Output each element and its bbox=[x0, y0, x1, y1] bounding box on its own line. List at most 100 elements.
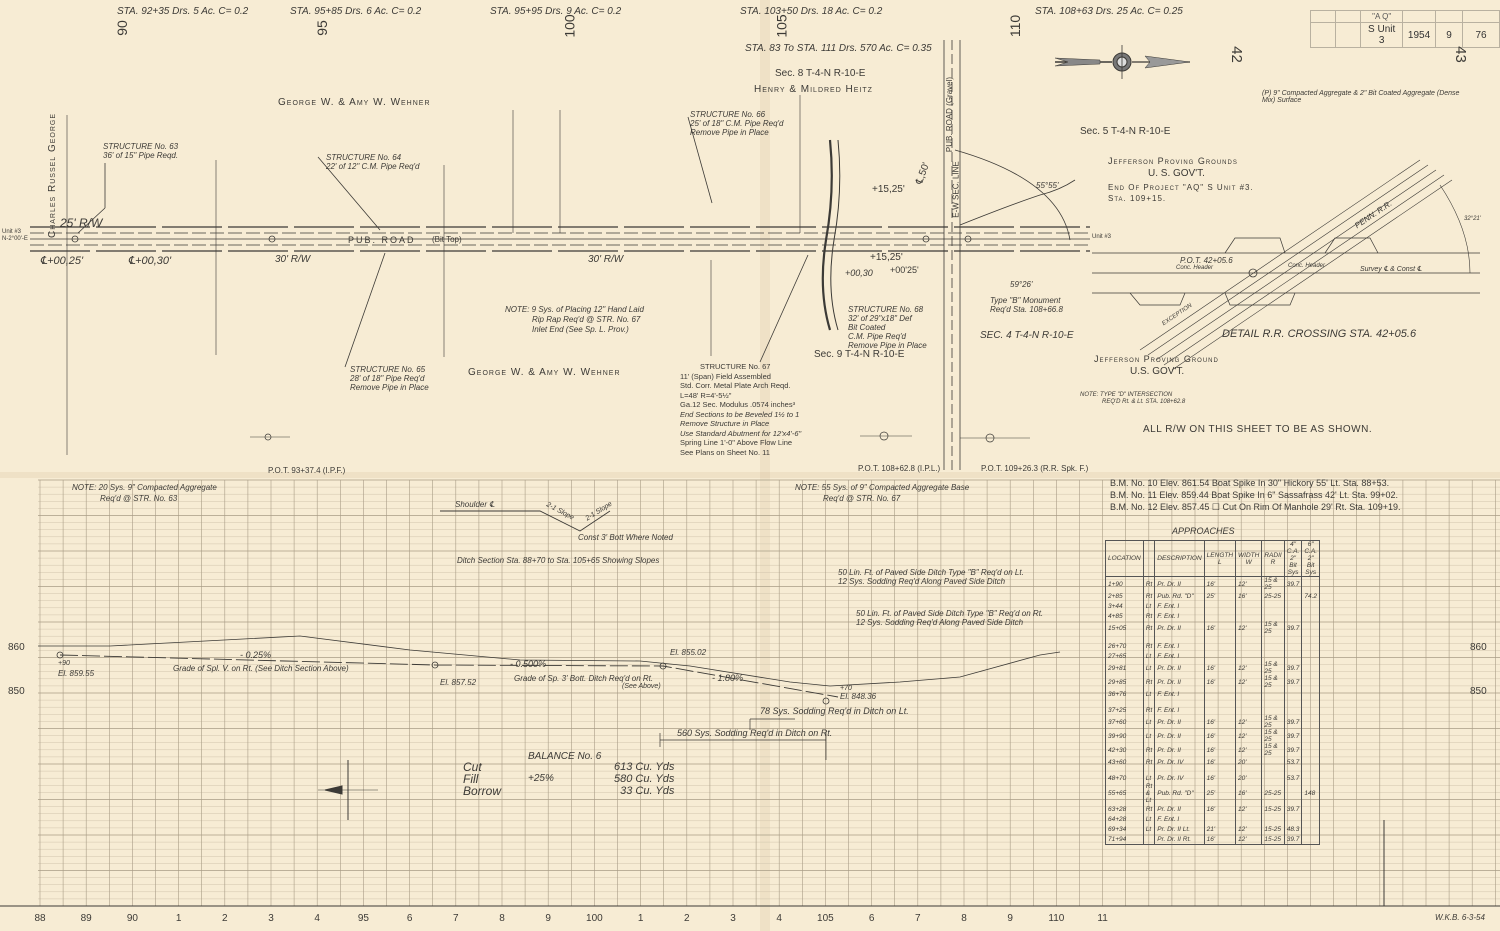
approach-cell bbox=[1203, 611, 1237, 621]
approach-cell bbox=[1283, 601, 1303, 611]
title-block-value bbox=[1309, 22, 1337, 48]
station-label: 4 bbox=[776, 913, 782, 924]
col-side bbox=[1142, 540, 1156, 577]
approach-cell bbox=[1301, 689, 1321, 699]
approach-cell: Lt bbox=[1142, 715, 1156, 729]
station-label: 88 bbox=[34, 913, 46, 924]
approach-cell bbox=[1261, 773, 1285, 783]
approach-cell: F. Ent. I bbox=[1154, 814, 1205, 824]
approach-cell: 15-25 bbox=[1261, 834, 1285, 845]
approach-cell: 16' bbox=[1203, 661, 1237, 675]
grade-sp3-note: Grade of Sp. 3' Bott. Ditch Req'd on Rt. bbox=[514, 674, 654, 683]
approach-cell: 16' bbox=[1203, 743, 1237, 757]
approach-cell: 16' bbox=[1203, 621, 1237, 635]
approach-cell: 15 & 25 bbox=[1261, 576, 1285, 591]
elevation-axis-label: 850 bbox=[8, 686, 25, 697]
approach-cell bbox=[1235, 611, 1263, 621]
approach-cell: 69+34 bbox=[1105, 824, 1144, 834]
title-block-header bbox=[1435, 10, 1464, 23]
elevation-axis-label: 860 bbox=[1470, 642, 1487, 653]
approach-cell: 15 & 25 bbox=[1261, 621, 1285, 635]
note-str67: NOTE: 55 Sys. of 9" Compacted Aggregate … bbox=[795, 483, 970, 503]
approach-cell bbox=[1283, 689, 1303, 699]
approach-cell: 15 & 25 bbox=[1261, 743, 1285, 757]
approach-cell: Pr. Dr. II Rt. bbox=[1154, 834, 1205, 845]
approach-cell: 43+60 bbox=[1105, 757, 1144, 767]
approach-cell: F. Ent. I bbox=[1154, 705, 1205, 715]
approach-cell: 39.7 bbox=[1283, 743, 1303, 757]
intersection-note: NOTE: TYPE "D" INTERSECTION REQ'D Rt. & … bbox=[1080, 392, 1186, 405]
rr-detail-title: DETAIL R.R. CROSSING STA. 42+05.6 bbox=[1222, 328, 1417, 340]
angle-label: 55°55' bbox=[1036, 181, 1059, 190]
approach-cell bbox=[1203, 601, 1237, 611]
col-description: DESCRIPTION bbox=[1154, 540, 1205, 577]
approach-cell: 39.7 bbox=[1283, 621, 1303, 635]
approach-cell bbox=[1235, 641, 1263, 651]
approach-cell bbox=[1261, 814, 1285, 824]
approach-cell: Rt bbox=[1142, 705, 1156, 715]
approach-cell: 39.7 bbox=[1283, 576, 1303, 591]
benchmarks: B.M. No. 10 Elev. 861.54 Boat Spike In 3… bbox=[1110, 477, 1401, 513]
approach-cell: Pub. Rd. "D" bbox=[1154, 783, 1205, 804]
approach-cell: 16' bbox=[1203, 757, 1237, 767]
approach-cell: 39.7 bbox=[1283, 675, 1303, 689]
bit-top-label: (Bit Top) bbox=[432, 235, 462, 244]
approach-cell bbox=[1261, 611, 1285, 621]
approach-cell: 16' bbox=[1203, 675, 1237, 689]
approach-cell: Rt bbox=[1142, 743, 1156, 757]
title-block-header: "A Q" bbox=[1360, 10, 1404, 23]
approach-cell bbox=[1203, 635, 1237, 641]
rw-label: 25' R/W bbox=[60, 216, 103, 230]
elevation-axis-label: 860 bbox=[8, 642, 25, 653]
approach-cell: F. Ent. I bbox=[1154, 601, 1205, 611]
approach-cell: 39.7 bbox=[1283, 661, 1303, 675]
approach-cell: 42+30 bbox=[1105, 743, 1144, 757]
benchmark: B.M. No. 10 Elev. 861.54 Boat Spike In 3… bbox=[1110, 478, 1390, 488]
approach-cell: Pub. Rd. "D" bbox=[1154, 591, 1205, 601]
jpg-govt-label: U. S. GOV'T. bbox=[1148, 168, 1205, 179]
angle-label: 32°21' bbox=[1464, 216, 1481, 222]
approach-cell: 16' bbox=[1203, 804, 1237, 814]
approach-cell bbox=[1301, 641, 1321, 651]
ditch-section-title: Ditch Section Sta. 88+70 to Sta. 105+65 … bbox=[457, 556, 660, 565]
sod-lt-note: 78 Sys. Sodding Req'd in Ditch on Lt. bbox=[760, 706, 909, 716]
approach-cell bbox=[1283, 651, 1303, 661]
approach-cell: Rt bbox=[1142, 621, 1156, 635]
match-line-number: 42 bbox=[1227, 46, 1245, 63]
approach-cell: Pr. Dr. II bbox=[1154, 661, 1205, 675]
approach-cell: F. Ent. I bbox=[1154, 641, 1205, 651]
approach-cell: 39.7 bbox=[1283, 834, 1303, 845]
station-label: 3 bbox=[730, 913, 736, 924]
approach-cell: Lt bbox=[1142, 729, 1156, 743]
approach-cell: 26+70 bbox=[1105, 641, 1144, 651]
approach-cell bbox=[1105, 635, 1144, 641]
surface-note: (P) 9" Compacted Aggregate & 2" Bit Coat… bbox=[1262, 90, 1460, 104]
approach-cell bbox=[1283, 611, 1303, 621]
approach-cell: 15 & 25 bbox=[1261, 729, 1285, 743]
end-of-project-label: End Of Project "AQ" S Unit #3. bbox=[1108, 183, 1254, 192]
station-label: 105 bbox=[817, 913, 834, 924]
approach-cell: 39.7 bbox=[1283, 729, 1303, 743]
grade-spl-note: Grade of Spl. V. on Rt. (See Ditch Secti… bbox=[173, 664, 349, 673]
approach-cell bbox=[1203, 767, 1237, 773]
pub-road-gravel-label: PUB. ROAD (Gravel) bbox=[945, 76, 955, 153]
approach-cell: 4+85 bbox=[1105, 611, 1144, 621]
title-block-total-sheets: 76 bbox=[1462, 22, 1500, 48]
approach-cell: Lt bbox=[1142, 773, 1156, 783]
approach-cell bbox=[1261, 601, 1285, 611]
approach-cell: Rt bbox=[1142, 611, 1156, 621]
owner-label: Henry & Mildred Heitz bbox=[754, 84, 873, 95]
approach-cell bbox=[1203, 689, 1237, 699]
approach-cell bbox=[1301, 773, 1321, 783]
station-label: 8 bbox=[961, 913, 967, 924]
approach-cell bbox=[1283, 641, 1303, 651]
approach-cell: 12' bbox=[1235, 824, 1263, 834]
section-label: Sec. 8 T-4-N R-10-E bbox=[775, 68, 866, 79]
approach-cell bbox=[1301, 675, 1321, 689]
approach-cell: 25' bbox=[1203, 591, 1237, 601]
title-block-value bbox=[1335, 22, 1362, 48]
